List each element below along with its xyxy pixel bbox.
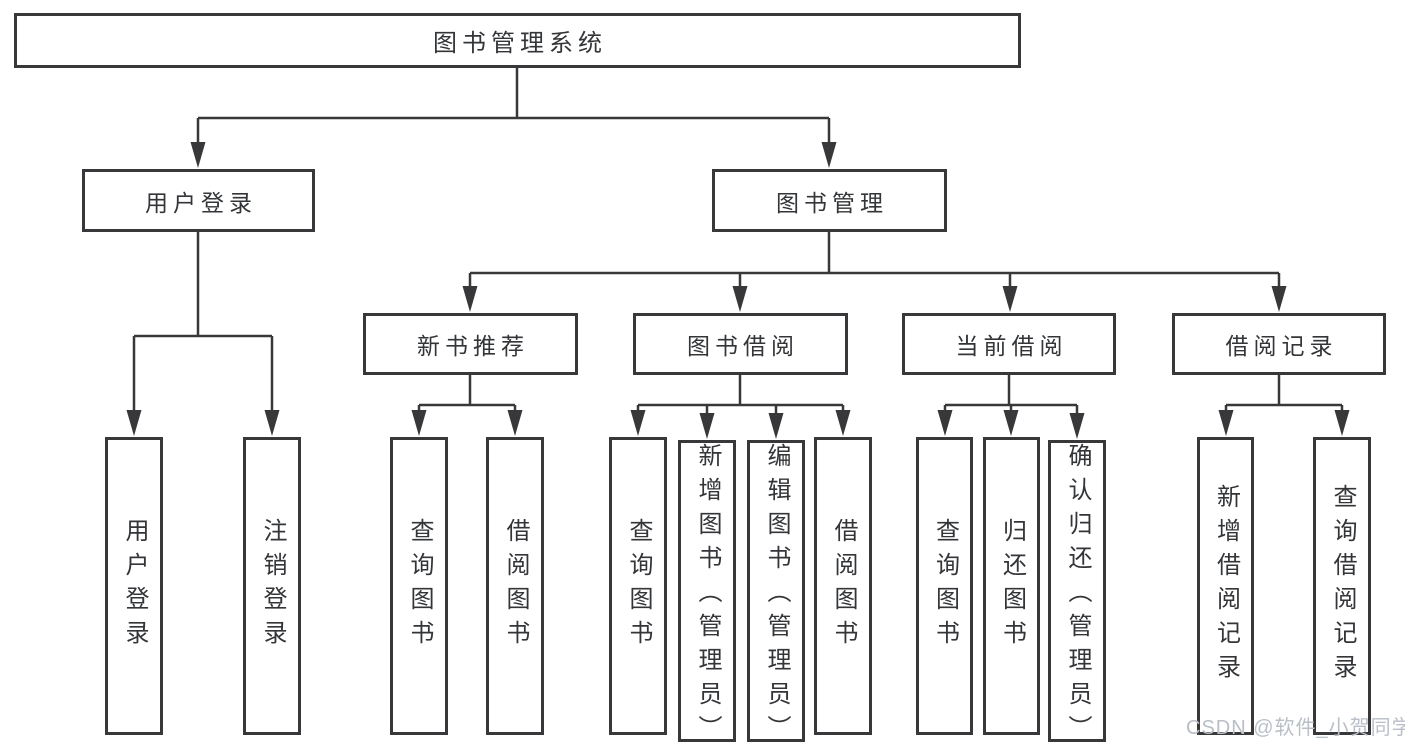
watermark: CSDN @软件_小贺同学 [1186,717,1405,739]
leaf-records-add-record: 新增借阅记录 [1197,437,1254,735]
node-label: 用户登录 [145,189,257,216]
leaf-logout-login: 注销登录 [243,437,301,735]
node-label: 用户登录 [121,518,148,654]
leaf-borrow-borrow-books: 借阅图书 [814,437,872,735]
node-current-borrow: 当前借阅 [902,313,1116,375]
node-label: 借阅图书 [502,518,529,654]
node-label: 当前借阅 [955,333,1068,359]
node-label: 查询图书 [406,518,433,654]
leaf-current-confirm-return-admin: 确认归还（管理员） [1048,440,1106,747]
node-label: 图书管理系统 [433,30,607,57]
leaf-records-query-record: 查询借阅记录 [1313,437,1371,735]
node-book-borrow: 图书借阅 [633,313,848,375]
leaf-newrec-query-books: 查询图书 [390,437,448,735]
node-label: 注销登录 [259,518,286,654]
leaf-newrec-borrow-books: 借阅图书 [486,437,544,735]
node-label: 图书管理 [776,189,888,216]
leaf-borrow-query-books: 查询图书 [609,437,667,735]
node-label: 借阅记录 [1225,333,1338,359]
node-label: 查询图书 [625,518,652,654]
node-label: 新书推荐 [417,333,529,359]
node-borrow-records: 借阅记录 [1172,313,1386,375]
leaf-current-query-books: 查询图书 [916,437,973,735]
leaf-borrow-add-books-admin: 新增图书（管理员） [678,440,736,747]
arrowheads [126,142,1350,439]
node-label: 借阅图书 [830,518,857,654]
node-label: 图书借阅 [687,333,799,359]
leaf-user-login: 用户登录 [105,437,163,735]
node-label: 新增图书（管理员） [694,443,721,747]
node-label: 新增借阅记录 [1212,484,1240,688]
leaf-current-return-books: 归还图书 [983,437,1040,735]
node-user-login: 用户登录 [82,169,315,232]
node-library-management-system: 图书管理系统 [14,13,1021,68]
node-label: 确认归还（管理员） [1064,443,1091,747]
leaf-borrow-edit-books-admin: 编辑图书（管理员） [747,440,805,747]
node-label: 查询图书 [931,518,959,654]
node-book-management: 图书管理 [712,169,947,232]
node-label: 编辑图书（管理员） [763,443,790,747]
node-label: 查询借阅记录 [1329,484,1356,688]
node-label: 归还图书 [998,518,1026,654]
node-new-book-recommend: 新书推荐 [363,313,578,375]
